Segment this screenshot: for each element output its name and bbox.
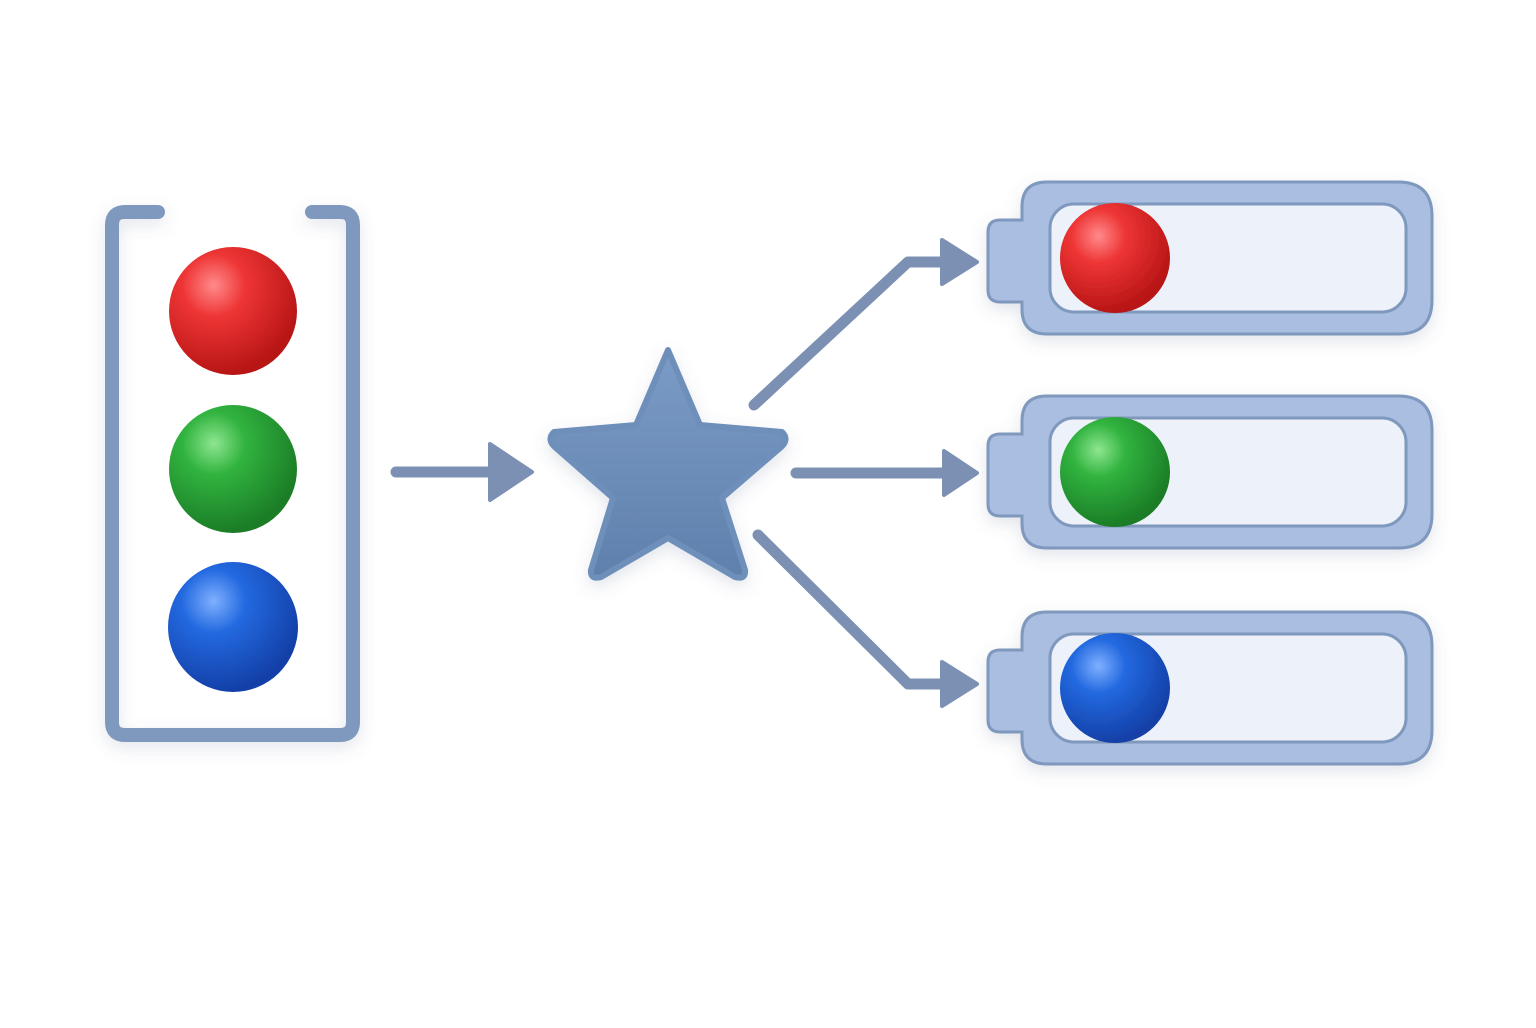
- arrow-star-to-output-red: [748, 238, 979, 411]
- input-balls: [168, 247, 298, 692]
- output-slot-red: [986, 180, 1434, 336]
- arrow-star-to-output-blue: [752, 529, 979, 708]
- input-ball-red: [169, 247, 297, 375]
- processor: [547, 347, 789, 581]
- output-slot-blue: [986, 610, 1434, 766]
- input-container: [105, 205, 360, 742]
- arrow-head: [488, 442, 534, 502]
- arrow-head: [940, 660, 979, 708]
- input-ball-green: [169, 405, 297, 533]
- output-ball-blue: [1060, 633, 1170, 743]
- arrow-head: [942, 449, 979, 497]
- arrow-head: [940, 238, 979, 286]
- output-ball-red: [1060, 203, 1170, 313]
- star-icon: [547, 347, 789, 581]
- output-ball-green: [1060, 417, 1170, 527]
- input-container-frame: [105, 205, 360, 742]
- output-slot-green: [986, 394, 1434, 550]
- input-ball-blue: [168, 562, 298, 692]
- arrow-input-to-star: [390, 442, 534, 502]
- arrow-star-to-output-green: [790, 449, 979, 497]
